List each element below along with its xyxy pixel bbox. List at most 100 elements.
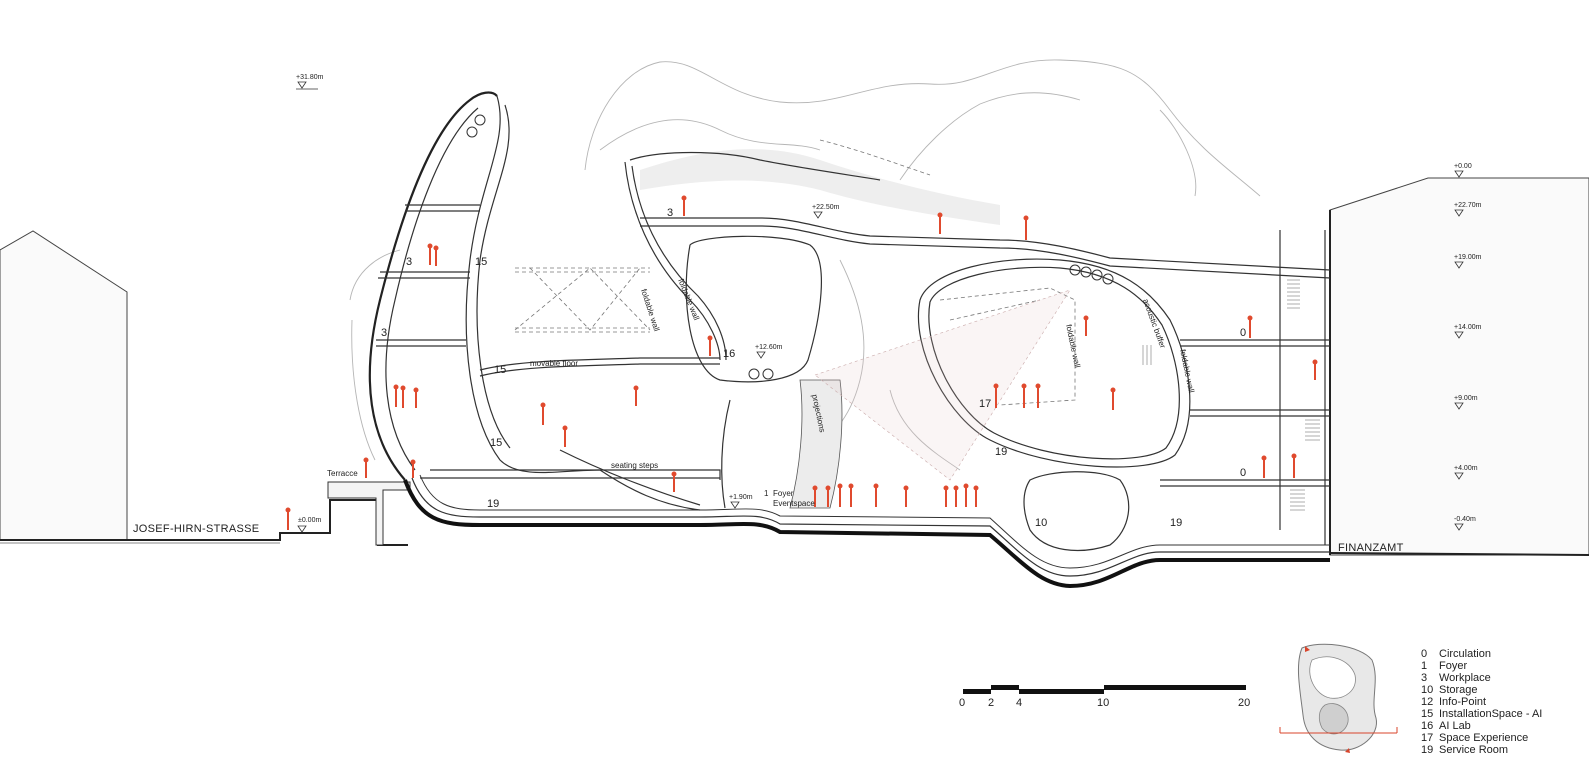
- foldable-wall-note: foldable wall: [1178, 349, 1196, 394]
- legend-number: 15: [1421, 708, 1433, 720]
- person: [937, 212, 943, 234]
- room-number: 15: [490, 437, 502, 449]
- legend-number: 16: [1421, 720, 1433, 732]
- legend-label: Circulation: [1439, 648, 1491, 660]
- terrace-label: Terracce: [327, 469, 358, 478]
- person: [671, 471, 677, 492]
- eventspace-note: Eventspace: [773, 499, 815, 508]
- level-label-street: ±0.00m: [298, 517, 321, 524]
- foyer-note: Foyer: [773, 489, 794, 498]
- person: [633, 385, 639, 406]
- legend-label: Service Room: [1439, 744, 1508, 756]
- legend: 0 Circulation 1 Foyer 3 Workplace 10 Sto…: [1421, 648, 1542, 756]
- room-number: 3: [667, 207, 673, 219]
- legend-label: Foyer: [1439, 660, 1467, 672]
- person: [1035, 383, 1041, 408]
- person: [993, 383, 999, 408]
- level-label-right: +9.00m: [1454, 395, 1478, 402]
- room-number: 10: [1035, 517, 1047, 529]
- people-figures: [285, 195, 1318, 530]
- equipment-circles: [466, 114, 1114, 380]
- level-label-inner: +12.60m: [755, 344, 783, 351]
- scale-bar: 0 2 4 10 20: [959, 685, 1250, 709]
- scale-segment: [1019, 689, 1104, 694]
- person: [413, 387, 419, 408]
- seating-steps-note: seating steps: [611, 461, 658, 470]
- legend-label: Workplace: [1439, 672, 1491, 684]
- neighbour-building-right: [1329, 177, 1589, 556]
- street-label-left: JOSEF-HIRN-STRASSE: [133, 523, 259, 535]
- terrace-slab: [327, 481, 411, 546]
- person: [1247, 315, 1253, 338]
- room-number: 19: [487, 498, 499, 510]
- level-label-right: -0.40m: [1454, 516, 1476, 523]
- foldable-wall-note: foldable wall: [1064, 324, 1082, 369]
- person: [400, 385, 406, 408]
- room-number: 16: [723, 348, 735, 360]
- ghost-roof-forms: [349, 59, 1261, 471]
- legend-label: Info-Point: [1439, 696, 1486, 708]
- scale-segment: [991, 685, 1019, 690]
- person: [1023, 215, 1029, 240]
- scale-tick-label: 10: [1097, 697, 1109, 709]
- scale-tick-label: 2: [988, 697, 994, 709]
- neighbour-building-left: [0, 230, 128, 541]
- legend-number: 19: [1421, 744, 1433, 756]
- person: [681, 195, 687, 216]
- legend-number: 1: [1421, 660, 1427, 672]
- person: [1312, 359, 1318, 380]
- person: [1021, 383, 1027, 408]
- room-number: 19: [995, 446, 1007, 458]
- legend-label: InstallationSpace - AI: [1439, 708, 1542, 720]
- room-number: 17: [979, 398, 991, 410]
- legend-label: Storage: [1439, 684, 1478, 696]
- key-plan-thumbnail: [1279, 643, 1398, 753]
- person: [1110, 387, 1116, 410]
- person: [410, 459, 416, 478]
- legend-number: 10: [1421, 684, 1433, 696]
- person: [1261, 455, 1267, 478]
- scale-tick-label: 20: [1238, 697, 1250, 709]
- legend-label: Space Experience: [1439, 732, 1528, 744]
- person: [427, 243, 433, 265]
- legend-number: 12: [1421, 696, 1433, 708]
- street-label-right: FINANZAMT: [1338, 542, 1404, 554]
- person: [562, 425, 568, 447]
- room-number: 0: [1240, 467, 1246, 479]
- legend-number: 0: [1421, 648, 1427, 660]
- room-number: 15: [475, 256, 487, 268]
- foldable-wall-note: foldable wall: [639, 288, 661, 333]
- room-number: 0: [1240, 327, 1246, 339]
- person: [433, 245, 439, 266]
- person: [363, 457, 369, 478]
- foldable-wall-note: foldable wall: [676, 277, 701, 321]
- foyer-number: 1: [764, 489, 769, 498]
- scale-tick-label: 4: [1016, 697, 1022, 709]
- movable-floor-truss: [514, 267, 1076, 406]
- legend-number: 17: [1421, 732, 1433, 744]
- movable-floor-note: movable floor: [530, 359, 578, 368]
- legend-number: 3: [1421, 672, 1427, 684]
- level-label-inner: +1.90m: [729, 494, 753, 501]
- person: [1083, 315, 1089, 336]
- room-number: 19: [1170, 517, 1182, 529]
- level-label-right: +19.00m: [1454, 254, 1482, 261]
- person: [285, 507, 291, 530]
- legend-label: AI Lab: [1439, 720, 1471, 732]
- acoustic-buffer-note: acoustic buffer: [1141, 298, 1167, 350]
- room-number: 3: [381, 327, 387, 339]
- building-shell: [368, 91, 1331, 589]
- person: [540, 402, 546, 425]
- projection-cone: [814, 289, 1071, 481]
- level-markers: [296, 81, 1464, 533]
- stair-hatches: [1142, 279, 1320, 511]
- room-number: 15: [494, 364, 506, 376]
- person: [393, 384, 399, 407]
- room-number: 3: [406, 256, 412, 268]
- scale-tick-label: 0: [959, 697, 965, 709]
- level-label-right: +0.00: [1454, 163, 1472, 170]
- person: [1291, 453, 1297, 478]
- level-label-right: +22.70m: [1454, 202, 1482, 209]
- scale-segment: [963, 689, 991, 694]
